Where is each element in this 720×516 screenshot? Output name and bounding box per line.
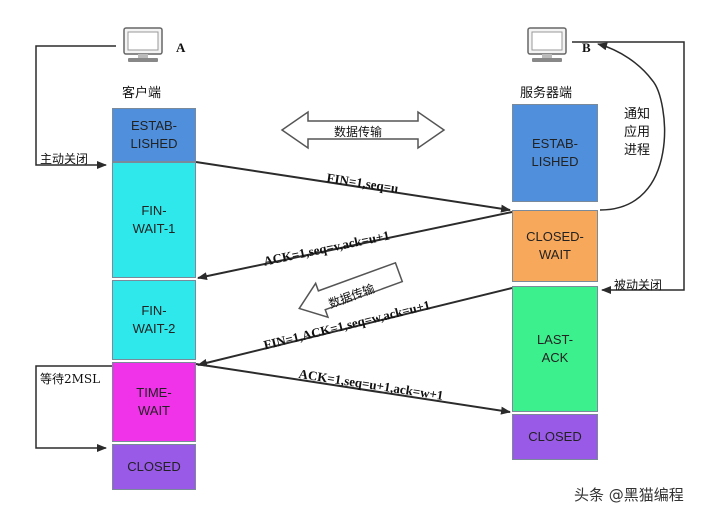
wait-2msl-loop: [35, 365, 112, 452]
client-state-time-wait: TIME- WAIT: [112, 362, 196, 442]
active-close-label: 主动关闭: [40, 152, 89, 166]
active-close-connector: [35, 45, 116, 169]
data-transfer-label-top: 数据传输: [334, 125, 383, 139]
server-label: 服务器端: [520, 86, 573, 101]
client-label: 客户端: [122, 86, 162, 101]
server-computer-icon: [527, 27, 567, 62]
data-transfer-double-arrow: [280, 110, 446, 150]
message-arrow-fin-ack: [197, 287, 513, 367]
watermark: 头条 @黑猫编程: [574, 486, 684, 504]
client-state-closed: CLOSED: [112, 444, 196, 490]
server-state-established: ESTAB- LISHED: [512, 104, 598, 202]
message-arrow-ack: [197, 211, 513, 281]
client-state-fin-wait-2: FIN- WAIT-2: [112, 280, 196, 360]
wait-2msl-label: 等待2MSL: [40, 372, 101, 386]
client-letter: A: [176, 40, 186, 55]
client-state-fin-wait-1: FIN- WAIT-1: [112, 162, 196, 278]
server-state-closed-wait: CLOSED- WAIT: [512, 210, 598, 282]
server-letter: B: [582, 40, 591, 55]
notify-app-curve: [597, 42, 666, 211]
message-arrow-fin: [195, 161, 511, 213]
passive-close-label: 被动关闭: [614, 278, 663, 292]
data-transfer-arrow: [298, 261, 404, 319]
notify-app-label: 通知 应用 进程: [624, 107, 651, 158]
server-state-last-ack: LAST- ACK: [512, 286, 598, 412]
passive-close-connector: [572, 41, 685, 294]
message-arrow-final-ack: [195, 363, 511, 415]
server-state-closed: CLOSED: [512, 414, 598, 460]
client-computer-icon: [123, 27, 163, 62]
client-state-established: ESTAB- LISHED: [112, 108, 196, 162]
